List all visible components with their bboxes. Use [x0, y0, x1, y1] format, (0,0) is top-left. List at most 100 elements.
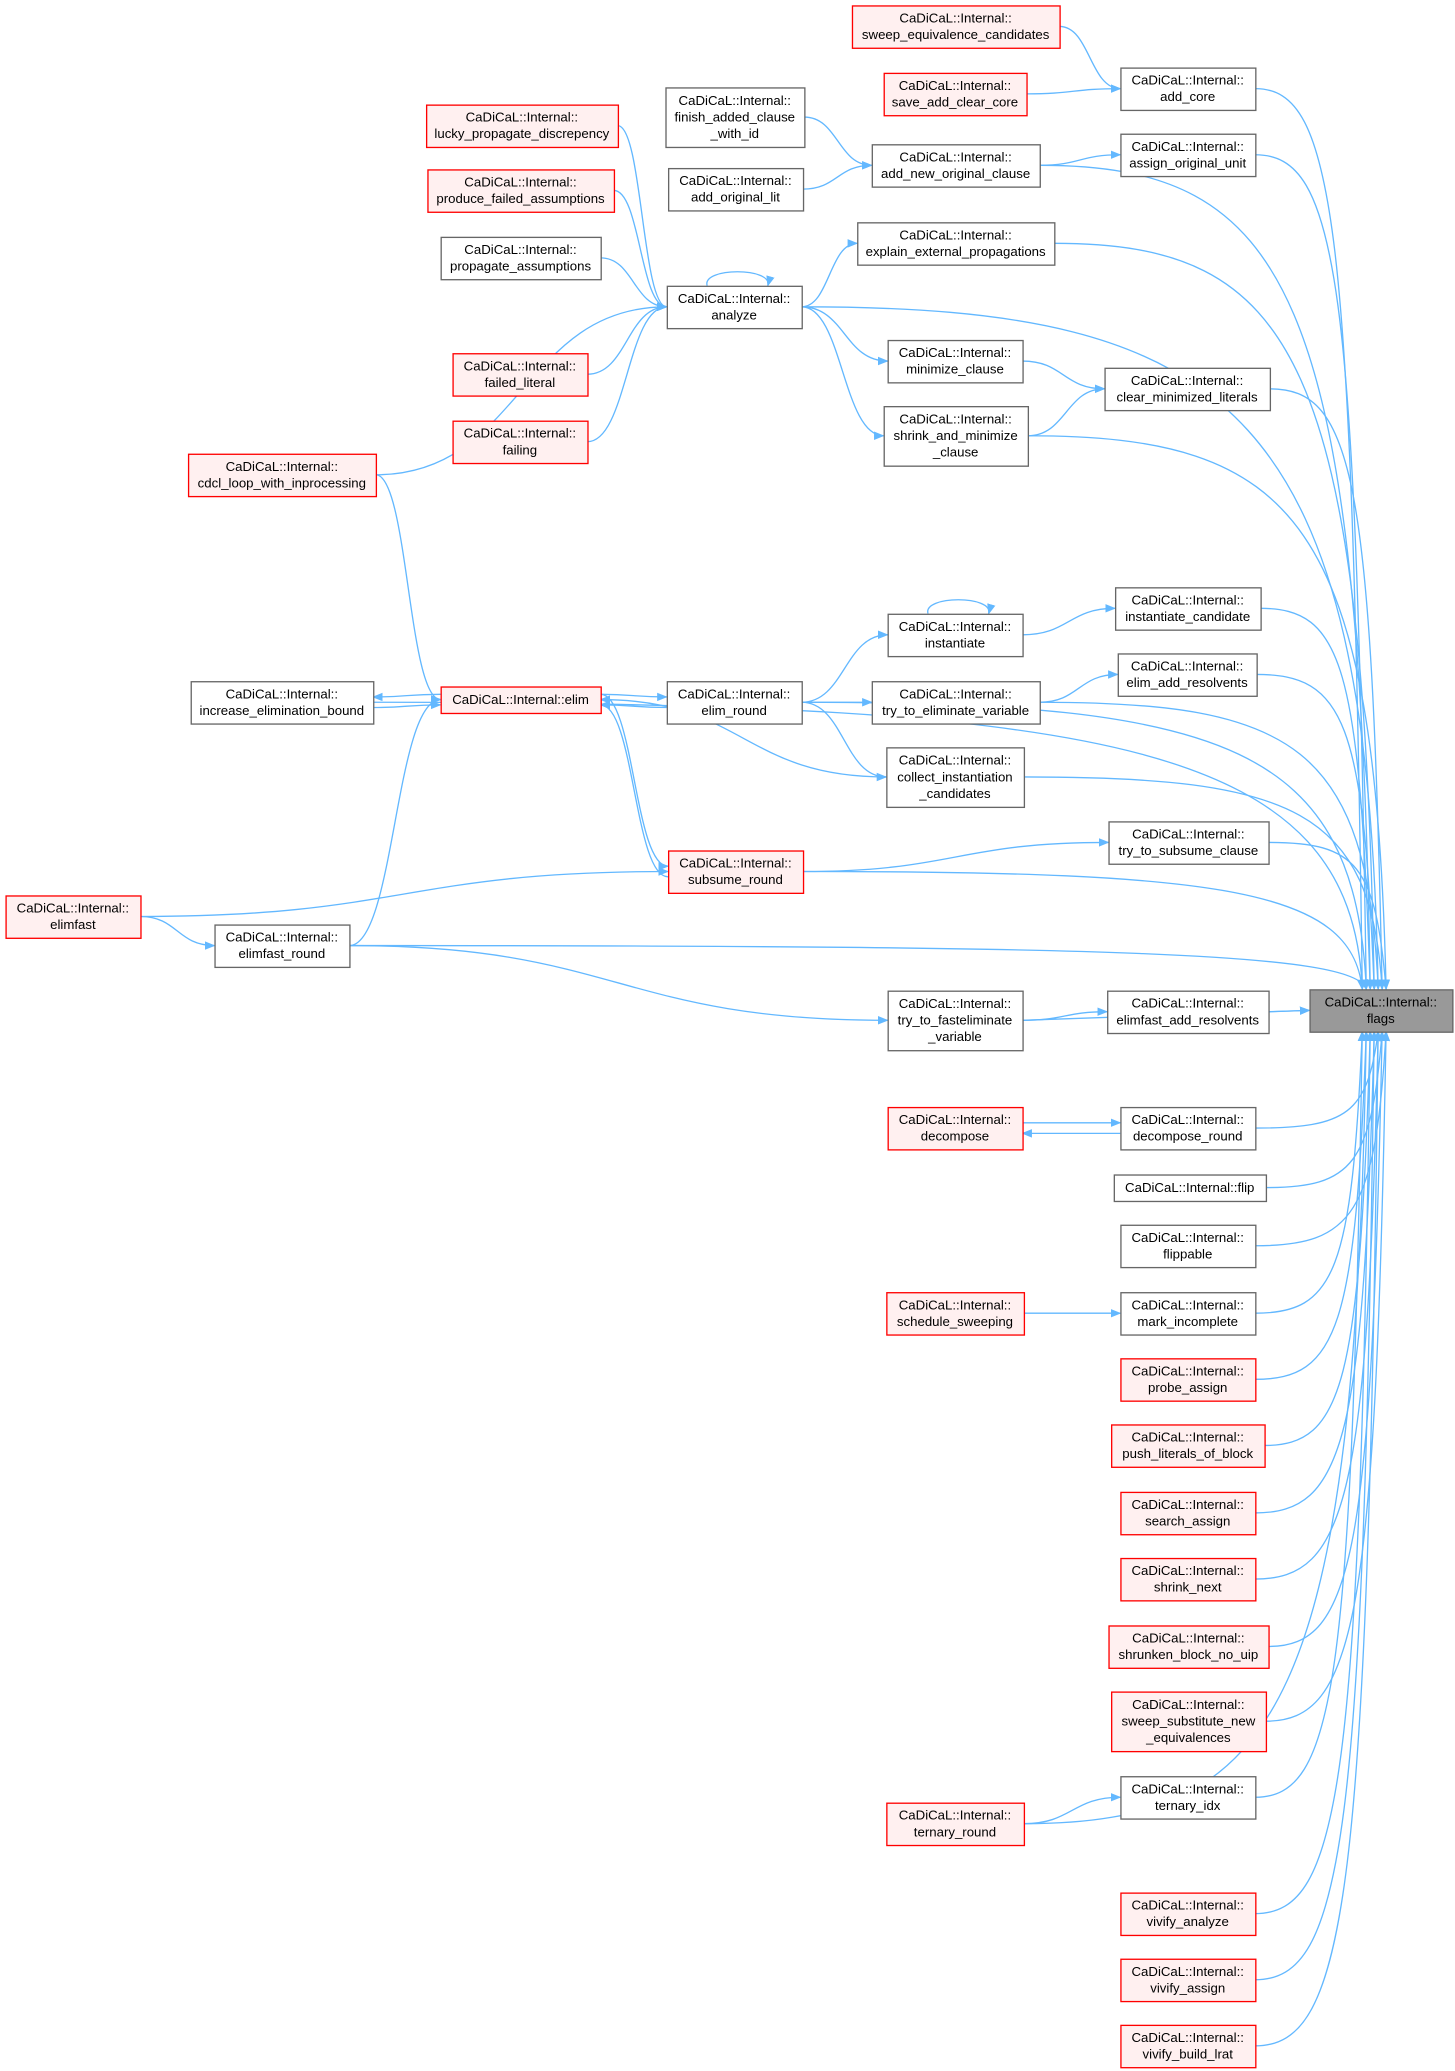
node-finish_added_clause_with_id[interactable]: CaDiCaL::Internal::finish_added_clause_w…: [665, 87, 806, 149]
node-box: [851, 5, 1061, 49]
edge-vivify_assign-to-flags: [1255, 1030, 1379, 1981]
node-instantiate_candidate[interactable]: CaDiCaL::Internal::instantiate_candidate: [1114, 587, 1262, 631]
node-label-line: CaDiCaL::Internal::: [899, 412, 1011, 427]
node-shrunken_block_no_uip[interactable]: CaDiCaL::Internal::shrunken_block_no_uip: [1108, 1625, 1270, 1669]
node-box: [886, 747, 1026, 809]
node-mark_incomplete[interactable]: CaDiCaL::Internal::mark_incomplete: [1120, 1292, 1257, 1336]
node-add_original_lit[interactable]: CaDiCaL::Internal::add_original_lit: [667, 167, 805, 212]
node-label-line: CaDiCaL::Internal::: [1132, 826, 1244, 841]
node-label-line: try_to_subsume_clause: [1119, 843, 1259, 858]
node-label-line: clear_minimized_literals: [1117, 389, 1258, 404]
node-sweep_equivalence_candidates[interactable]: CaDiCaL::Internal::sweep_equivalence_can…: [851, 5, 1061, 49]
node-probe_assign[interactable]: CaDiCaL::Internal::probe_assign: [1120, 1358, 1257, 1402]
edge-elimfast_round-to-flags: [349, 944, 1368, 991]
node-elim_add_resolvents[interactable]: CaDiCaL::Internal::elim_add_resolvents: [1117, 653, 1258, 697]
node-vivify_assign[interactable]: CaDiCaL::Internal::vivify_assign: [1120, 1958, 1257, 2003]
edge-elim_round-to-collect_instantiation_candidates: [801, 701, 888, 782]
node-failed_literal[interactable]: CaDiCaL::Internal::failed_literal: [452, 353, 589, 397]
node-sweep_substitute_new_equivalences[interactable]: CaDiCaL::Internal::sweep_substitute_new_…: [1111, 1691, 1268, 1753]
node-box: [1309, 989, 1454, 1033]
node-cdcl_loop_with_inprocessing[interactable]: CaDiCaL::Internal::cdcl_loop_with_inproc…: [187, 453, 378, 498]
node-box: [1120, 1557, 1257, 1602]
node-label-line: CaDiCaL::Internal::: [678, 291, 790, 306]
node-elim_round[interactable]: CaDiCaL::Internal::elim_round: [666, 681, 803, 725]
node-ternary_round[interactable]: CaDiCaL::Internal::ternary_round: [886, 1802, 1026, 1847]
edge-elimfast_round-to-try_to_fasteliminate_variable: [349, 944, 889, 1025]
node-label-line: vivify_build_lrat: [1143, 2046, 1234, 2061]
node-vivify_build_lrat[interactable]: CaDiCaL::Internal::vivify_build_lrat: [1120, 2024, 1257, 2069]
node-label-line: mark_incomplete: [1137, 1314, 1238, 1329]
node-label-line: CaDiCaL::Internal::: [899, 996, 1011, 1011]
node-add_new_original_clause[interactable]: CaDiCaL::Internal::add_new_original_clau…: [871, 144, 1041, 188]
node-label-line: CaDiCaL::Internal::: [1132, 592, 1244, 607]
node-propagate_assumptions[interactable]: CaDiCaL::Internal::propagate_assumptions: [440, 236, 602, 281]
node-label-line: sweep_substitute_new: [1122, 1714, 1256, 1729]
node-label-line: CaDiCaL::Internal::: [17, 901, 129, 916]
edge-analyze-to-explain_external_propagations: [801, 239, 859, 308]
node-instantiate[interactable]: CaDiCaL::Internal::instantiate: [887, 613, 1024, 658]
node-elimfast[interactable]: CaDiCaL::Internal::elimfast: [5, 895, 142, 939]
node-label-line: CaDiCaL::Internal::: [1132, 1363, 1244, 1378]
node-push_literals_of_block[interactable]: CaDiCaL::Internal::push_literals_of_bloc…: [1111, 1424, 1266, 1468]
node-flippable[interactable]: CaDiCaL::Internal::flippable: [1120, 1224, 1257, 1269]
node-assign_original_unit[interactable]: CaDiCaL::Internal::assign_original_unit: [1120, 133, 1257, 178]
node-decompose[interactable]: CaDiCaL::Internal::decompose: [887, 1106, 1024, 1151]
node-flip[interactable]: CaDiCaL::Internal::flip: [1113, 1174, 1268, 1203]
node-flags[interactable]: CaDiCaL::Internal::flags: [1309, 989, 1454, 1033]
node-label-line: CaDiCaL::Internal::: [899, 149, 1011, 164]
node-elimfast_round[interactable]: CaDiCaL::Internal::elimfast_round: [214, 924, 351, 969]
node-box: [667, 850, 805, 894]
node-subsume_round[interactable]: CaDiCaL::Internal::subsume_round: [667, 850, 805, 894]
node-box: [452, 420, 589, 465]
node-ternary_idx[interactable]: CaDiCaL::Internal::ternary_idx: [1120, 1776, 1257, 1820]
node-label-line: CaDiCaL::Internal::: [1132, 2030, 1244, 2045]
node-vivify_analyze[interactable]: CaDiCaL::Internal::vivify_analyze: [1120, 1892, 1257, 1937]
node-try_to_eliminate_variable[interactable]: CaDiCaL::Internal::try_to_eliminate_vari…: [871, 681, 1041, 725]
node-increase_elimination_bound[interactable]: CaDiCaL::Internal::increase_elimination_…: [190, 681, 375, 725]
node-analyze[interactable]: CaDiCaL::Internal::analyze: [666, 285, 803, 330]
node-decompose_round[interactable]: CaDiCaL::Internal::decompose_round: [1120, 1106, 1257, 1151]
node-shrink_next[interactable]: CaDiCaL::Internal::shrink_next: [1120, 1557, 1257, 1602]
edge-sweep_equivalence_candidates-to-add_core: [1059, 25, 1122, 93]
edge-save_add_clear_core-to-add_core: [1026, 84, 1122, 95]
node-clear_minimized_literals[interactable]: CaDiCaL::Internal::clear_minimized_liter…: [1104, 367, 1272, 412]
node-label-line: elimfast_round: [238, 946, 325, 961]
node-box: [1120, 1106, 1257, 1151]
node-box: [1108, 821, 1270, 865]
node-schedule_sweeping[interactable]: CaDiCaL::Internal::schedule_sweeping: [886, 1292, 1026, 1336]
node-try_to_fasteliminate_variable[interactable]: CaDiCaL::Internal::try_to_fasteliminate_…: [887, 990, 1024, 1052]
node-box: [887, 990, 1024, 1052]
node-box: [887, 339, 1024, 384]
node-add_core[interactable]: CaDiCaL::Internal::add_core: [1120, 67, 1257, 112]
node-shrink_and_minimize_clause[interactable]: CaDiCaL::Internal::shrink_and_minimize_c…: [883, 406, 1030, 467]
edge-elim-to-increase_elimination_bound: [372, 692, 441, 702]
node-label-line: CaDiCaL::Internal::: [464, 426, 576, 441]
edge-instantiate-to-instantiate: [927, 599, 996, 615]
edge-try_to_subsume_clause-to-flags: [1268, 841, 1390, 991]
node-label-line: CaDiCaL::Internal::: [1132, 73, 1244, 88]
edge-collect_instantiation_candidates-to-elim: [599, 695, 887, 778]
node-produce_failed_assumptions[interactable]: CaDiCaL::Internal::produce_failed_assump…: [427, 169, 616, 213]
node-label-line: CaDiCaL::Internal::: [1132, 1430, 1244, 1445]
node-search_assign[interactable]: CaDiCaL::Internal::search_assign: [1120, 1491, 1257, 1536]
node-collect_instantiation_candidates[interactable]: CaDiCaL::Internal::collect_instantiation…: [886, 747, 1026, 809]
node-explain_external_propagations[interactable]: CaDiCaL::Internal::explain_external_prop…: [857, 222, 1056, 266]
node-label-line: CaDiCaL::Internal::: [464, 358, 576, 373]
node-save_add_clear_core[interactable]: CaDiCaL::Internal::save_add_clear_core: [883, 72, 1028, 117]
edge-instantiate-to-instantiate_candidate: [1022, 604, 1117, 636]
node-label-line: CaDiCaL::Internal::: [1132, 1297, 1244, 1312]
node-box: [425, 104, 620, 149]
node-minimize_clause[interactable]: CaDiCaL::Internal::minimize_clause: [887, 339, 1024, 384]
node-try_to_subsume_clause[interactable]: CaDiCaL::Internal::try_to_subsume_clause: [1108, 821, 1270, 865]
node-label-line: instantiate_candidate: [1125, 609, 1250, 624]
node-lucky_propagate_discrepency[interactable]: CaDiCaL::Internal::lucky_propagate_discr…: [425, 104, 620, 149]
node-label-line: _variable: [927, 1029, 982, 1044]
node-elim[interactable]: CaDiCaL::Internal::elim: [440, 686, 602, 715]
node-box: [1120, 133, 1257, 178]
edge-shrink_and_minimize_clause-to-clear_minimized_literals: [1027, 384, 1106, 437]
edge-try_to_eliminate_variable-to-elim_add_resolvents: [1039, 670, 1119, 703]
node-label-line: cdcl_loop_with_inprocessing: [198, 475, 366, 490]
node-elimfast_add_resolvents[interactable]: CaDiCaL::Internal::elimfast_add_resolven…: [1107, 990, 1270, 1035]
node-failing[interactable]: CaDiCaL::Internal::failing: [452, 420, 589, 465]
